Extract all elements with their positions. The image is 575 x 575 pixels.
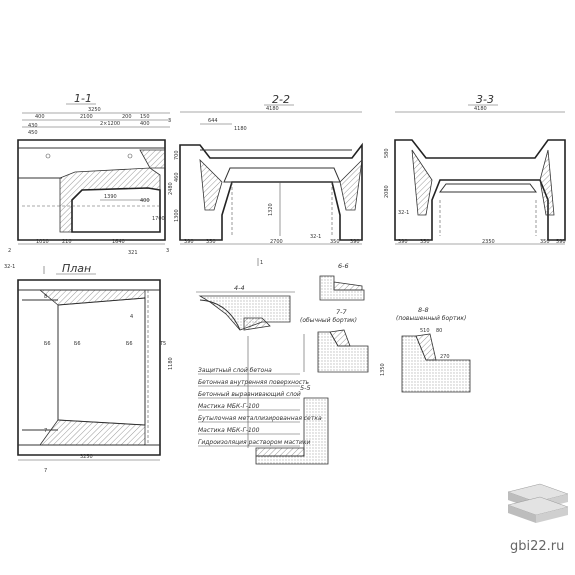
section-5-5: 5-5 bbox=[255, 384, 329, 465]
s22-part: 32-1 bbox=[310, 234, 321, 240]
s22-dim-total: 4180 bbox=[266, 106, 279, 112]
legend-line-2: Бетонный выравнивающий слой bbox=[198, 391, 301, 398]
s33-dim-left-b: 2080 bbox=[384, 185, 390, 198]
plan-mark-7-bottom: 7 bbox=[44, 468, 47, 474]
legend-line-3: Мастика МБК-Г-100 bbox=[198, 403, 260, 410]
s11-mark-3-top: 3 bbox=[168, 118, 171, 124]
s11-dim-d: 150 bbox=[140, 114, 150, 120]
s22-dim-b3: 2700 bbox=[270, 239, 283, 245]
s11-dim-left-a: 430 bbox=[28, 123, 38, 129]
s33-dim-b1: 390 bbox=[398, 239, 408, 245]
section-6-6: 6-6 bbox=[319, 262, 365, 301]
section-1-1: 1-1 3250 400 2100 200 150 2×1200 400 430… bbox=[8, 92, 171, 256]
s33-dim-total: 4180 bbox=[474, 106, 487, 112]
section-3-3-title: 3-3 bbox=[476, 93, 494, 106]
s11-dim-bottom-b: 210 bbox=[62, 239, 72, 245]
section-1-1-title: 1-1 bbox=[74, 92, 92, 105]
section-8-8: 8-8 (повышенный бортик) 510 80 270 1350 bbox=[380, 306, 471, 393]
section-7-7: 7-7 (обычный бортик) bbox=[300, 308, 369, 373]
legend-line-4: Бутылочная металлизированная сетка bbox=[198, 415, 322, 422]
section-8-8-title: 8-8 bbox=[418, 306, 429, 314]
s22-mark-1: 1 bbox=[260, 260, 263, 266]
s33-dim-b4: 350 bbox=[540, 239, 550, 245]
section-3-3: 3-3 4180 580 2080 390 350 2350 350 590 3… bbox=[384, 93, 566, 245]
s11-dim-inner-b: 1700 bbox=[152, 216, 165, 222]
plan-mark-7: 7 bbox=[44, 428, 47, 434]
s11-dim-c: 200 bbox=[122, 114, 132, 120]
s11-dim-e: 2×1200 bbox=[100, 121, 120, 127]
section-7-7-title: 7-7 bbox=[336, 308, 347, 316]
s88-dim-b: 80 bbox=[436, 328, 442, 334]
section-4-4-title: 4-4 bbox=[234, 284, 245, 292]
s11-dim-inner-c: 400 bbox=[140, 198, 150, 204]
s11-mark-3: 3 bbox=[166, 248, 169, 254]
s11-part: 321 bbox=[128, 250, 138, 256]
s88-dim-d: 1350 bbox=[380, 363, 386, 376]
s33-dim-b2: 350 bbox=[420, 239, 430, 245]
s22-dim-b5: 390 bbox=[350, 239, 360, 245]
plan-title: План bbox=[62, 262, 91, 275]
section-8-8-subtitle: (повышенный бортик) bbox=[396, 315, 466, 322]
s33-dim-b5: 590 bbox=[556, 239, 566, 245]
plan-mark-b6-right: Б6 bbox=[126, 341, 133, 347]
s22-dim-inner: 1320 bbox=[268, 203, 274, 216]
legend: Защитный слой бетона Бетонная внутренняя… bbox=[198, 336, 322, 448]
s11-dim-b: 2100 bbox=[80, 114, 93, 120]
plan-mark-b6: Б6 bbox=[74, 341, 81, 347]
s33-part: 32-1 bbox=[398, 210, 409, 216]
s88-dim-a: 510 bbox=[420, 328, 430, 334]
s11-dim-left-b: 450 bbox=[28, 130, 38, 136]
watermark-text: gbi22.ru bbox=[510, 539, 564, 554]
s11-dim-f: 400 bbox=[140, 121, 150, 127]
plan-dim-total: 3250 bbox=[80, 454, 93, 460]
stacked-slabs-icon bbox=[507, 483, 569, 523]
section-2-2-title: 2-2 bbox=[272, 93, 290, 106]
s33-dim-b3: 2350 bbox=[482, 239, 495, 245]
plan-part: 32-1 bbox=[4, 264, 15, 270]
legend-line-1: Бетонная внутренняя поверхность bbox=[198, 379, 310, 386]
section-4-4: 4-4 bbox=[196, 284, 295, 331]
s22-dim-b2: 350 bbox=[206, 239, 216, 245]
s22-dim-height: 2480 bbox=[168, 182, 174, 195]
section-5-5-title: 5-5 bbox=[300, 384, 311, 392]
s22-dim-left-c: 1300 bbox=[174, 209, 180, 222]
s22-dim-left-b: 460 bbox=[174, 172, 180, 182]
plan-dim-right: 1180 bbox=[168, 357, 174, 370]
plan-mark-4: 4 bbox=[130, 314, 133, 320]
section-6-6-title: 6-6 bbox=[338, 262, 349, 270]
s22-dim-left-a: 700 bbox=[174, 150, 180, 160]
s11-dim-total: 3250 bbox=[88, 107, 101, 113]
s22-dim-top-b: 1180 bbox=[234, 126, 247, 132]
section-7-7-subtitle: (обычный бортик) bbox=[300, 317, 357, 324]
section-2-2: 2-2 4180 644 1180 1320 700 460 1300 2480… bbox=[168, 93, 363, 266]
legend-line-6: Гидроизоляция раствором мастики bbox=[198, 439, 310, 446]
legend-line-0: Защитный слой бетона bbox=[198, 367, 272, 374]
s22-dim-top-a: 644 bbox=[208, 118, 218, 124]
s11-mark-2: 2 bbox=[8, 248, 11, 254]
legend-line-5: Мастика МБК-Г-100 bbox=[198, 427, 260, 434]
plan-mark-b6-left: Б6 bbox=[44, 341, 51, 347]
s22-dim-b4: 350 bbox=[330, 239, 340, 245]
s33-dim-left-a: 580 bbox=[384, 148, 390, 158]
s11-dim-bottom-a: 1010 bbox=[36, 239, 49, 245]
s11-dim-a: 400 bbox=[35, 114, 45, 120]
s22-dim-b1: 390 bbox=[184, 239, 194, 245]
s88-dim-c: 270 bbox=[440, 354, 450, 360]
plan-view: План 32-1 Т5 Б6 Б6 Б6 4 8 7 7 3250 1180 bbox=[4, 262, 174, 474]
plan-mark-8: 8 bbox=[44, 294, 47, 300]
s11-dim-bottom-c: 1640 bbox=[112, 239, 125, 245]
plan-mark-t5: Т5 bbox=[159, 341, 166, 347]
s11-dim-inner-a: 1390 bbox=[104, 194, 117, 200]
